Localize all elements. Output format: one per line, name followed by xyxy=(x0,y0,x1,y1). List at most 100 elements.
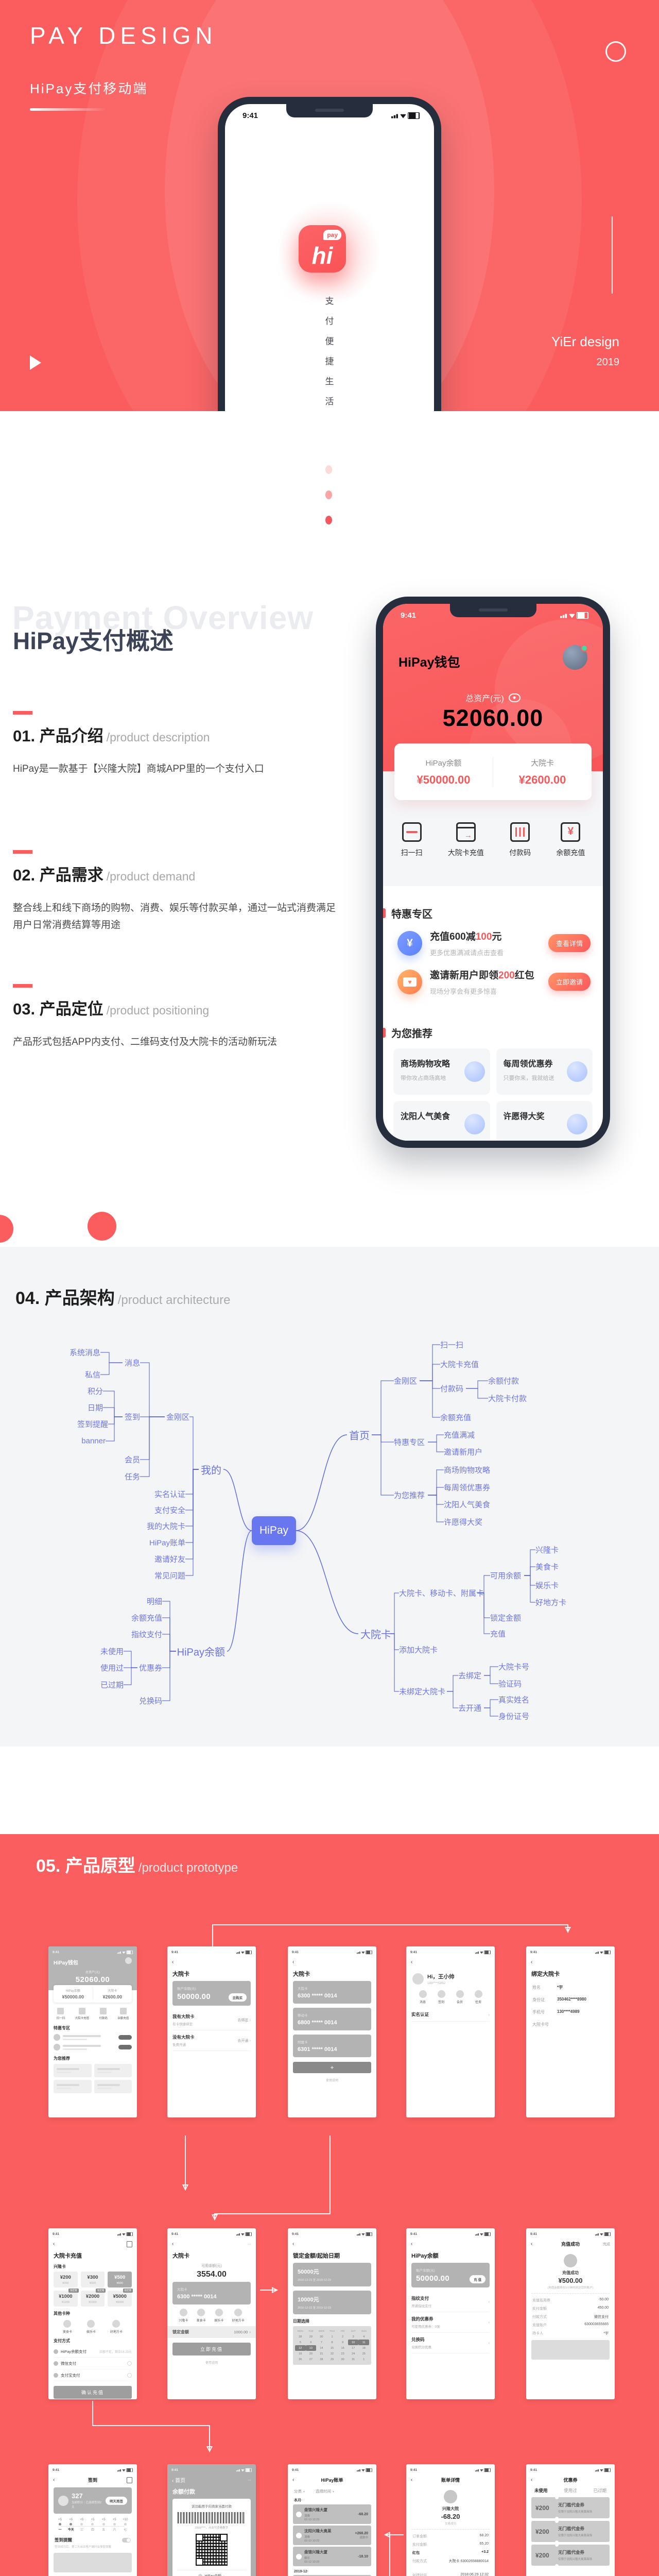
calendar-day[interactable]: 3 xyxy=(352,2335,354,2338)
calendar-day[interactable]: 18 xyxy=(362,2346,366,2350)
calendar-day[interactable]: 2 xyxy=(342,2335,344,2338)
nav-action[interactable]: ⋯ xyxy=(248,2242,251,2246)
mindmap-node[interactable]: 签到 xyxy=(124,1413,140,1422)
mindmap-node[interactable]: 优惠券 xyxy=(138,1664,162,1673)
calendar-day[interactable]: 7 xyxy=(320,2341,322,2344)
avatar[interactable] xyxy=(563,645,588,670)
back-button[interactable]: ‹ xyxy=(172,2241,174,2247)
mindmap-node[interactable]: 邀请新用户 xyxy=(444,1448,483,1457)
filter-dropdown[interactable]: 分类▼ xyxy=(294,2489,305,2494)
calendar-day[interactable]: 25 xyxy=(362,2352,366,2355)
list-row[interactable]: 兑换码兑换积分优惠› xyxy=(411,2333,490,2353)
back-button[interactable]: ‹ xyxy=(292,1959,294,1965)
back-button[interactable]: ‹ xyxy=(411,1959,413,1965)
payment-option[interactable]: 微信支付 xyxy=(54,2358,132,2369)
calendar-day[interactable]: 1 xyxy=(363,2358,365,2361)
amount-option[interactable]: ¥500¥600 xyxy=(108,2272,132,2287)
calendar-day[interactable]: 20 xyxy=(309,2352,313,2355)
mindmap-node[interactable]: 已过期 xyxy=(100,1681,124,1690)
mindmap-node[interactable]: 大院卡、移动卡、附属卡 xyxy=(399,1589,484,1598)
filter-dropdown[interactable]: 选择时间▼ xyxy=(315,2489,335,2494)
nav-action[interactable]: ⋯ xyxy=(248,2478,251,2482)
mini-button[interactable]: 充 值 xyxy=(470,2275,485,2283)
mindmap-node[interactable]: 金刚区 xyxy=(166,1413,189,1422)
mini-pill-button[interactable] xyxy=(118,2045,132,2049)
mindmap-node[interactable]: 大院卡充值 xyxy=(440,1360,479,1369)
calendar-day[interactable]: 5 xyxy=(299,2341,301,2344)
mindmap-node[interactable]: 真实姓名 xyxy=(498,1696,530,1705)
mindmap-node[interactable]: 常见问题 xyxy=(154,1571,185,1581)
mindmap-node[interactable]: 为您推荐 xyxy=(394,1491,425,1500)
mindmap-node[interactable]: 余额充值 xyxy=(131,1614,162,1623)
calendar-day[interactable]: 21 xyxy=(320,2352,323,2355)
mindmap-node[interactable]: HiPay账单 xyxy=(149,1538,185,1548)
amount-option[interactable]: 锁定赠¥2000¥2300 xyxy=(80,2289,106,2307)
calendar-day[interactable]: 28 xyxy=(320,2358,323,2361)
mindmap-node[interactable]: 兴隆卡 xyxy=(535,1546,559,1555)
mindmap-node[interactable]: 特惠专区 xyxy=(394,1438,425,1447)
mindmap-node[interactable]: 身份证号 xyxy=(498,1712,530,1721)
back-button[interactable]: ‹ xyxy=(53,2241,55,2247)
mindmap-center-node[interactable]: HiPay xyxy=(252,1516,296,1545)
list-row[interactable]: 我的优惠券可使用优惠券：3张› xyxy=(411,2312,490,2333)
mindmap-node[interactable]: HiPay余额 xyxy=(177,1647,225,1658)
mindmap-node[interactable]: 许愿得大奖 xyxy=(444,1518,483,1527)
back-button[interactable]: ‹ xyxy=(292,2241,294,2247)
list-row[interactable]: 没有大院卡免费开通去开通› xyxy=(172,2030,251,2051)
bill-row[interactable]: 妈妈菜馆饮食02-13 12:23-28.26 xyxy=(293,2575,371,2576)
mindmap-node[interactable]: 充值 xyxy=(490,1630,506,1639)
mindmap-node[interactable]: 明细 xyxy=(146,1597,162,1606)
mindmap-node[interactable]: 会员 xyxy=(124,1455,140,1465)
calendar-day[interactable]: 24 xyxy=(352,2352,355,2355)
mindmap-node[interactable]: 日期 xyxy=(87,1403,103,1413)
calendar-day[interactable]: 30 xyxy=(341,2358,344,2361)
mindmap-node[interactable]: 任务 xyxy=(124,1472,140,1482)
mindmap-node[interactable]: 每周领优惠券 xyxy=(444,1483,491,1493)
calendar-day[interactable]: 15 xyxy=(330,2346,334,2350)
recommend-card[interactable]: 许愿得大奖 xyxy=(496,1101,593,1141)
calendar-day[interactable]: 8 xyxy=(331,2341,333,2344)
amount-option[interactable]: 锁定赠¥1000¥1200 xyxy=(54,2289,79,2307)
tab[interactable]: 已过期 xyxy=(593,2488,606,2493)
list-row[interactable]: 我有大院卡有卡快捷绑定去绑定› xyxy=(172,2010,251,2030)
usage-note[interactable]: 使用说明 xyxy=(325,2079,338,2082)
calendar-day[interactable]: 19 xyxy=(299,2352,302,2355)
signin-button[interactable]: 明天再签 xyxy=(106,2496,127,2505)
mindmap-node[interactable]: 大院卡号 xyxy=(498,1663,530,1672)
mindmap-node[interactable]: 首页 xyxy=(349,1430,370,1442)
mindmap-node[interactable]: 充值满减 xyxy=(444,1431,475,1440)
usage-note[interactable]: 使用说明 xyxy=(205,2362,218,2365)
calendar-day[interactable]: 11 xyxy=(358,2340,370,2345)
mindmap-node[interactable]: 消息 xyxy=(124,1359,140,1368)
back-button[interactable]: ‹ xyxy=(292,2477,294,2483)
mindmap-node[interactable]: 指纹支付 xyxy=(131,1630,162,1639)
prototype-screen[interactable]: 9:41‹充值成功完成充值成功¥500.00(充值金额将在5分钟内到达您的账户)… xyxy=(526,2228,615,2399)
mindmap-node[interactable]: 大院卡付款 xyxy=(488,1394,527,1403)
nav-action[interactable]: 完成 xyxy=(603,2242,610,2246)
edit-icon[interactable] xyxy=(127,2477,132,2483)
mindmap-node[interactable]: 可用余额 xyxy=(490,1571,522,1581)
eye-icon[interactable] xyxy=(508,693,521,702)
mindmap-node[interactable]: 签到提醒 xyxy=(77,1420,108,1429)
pay-method-row[interactable]: HiPay余额› xyxy=(177,2570,247,2576)
payment-option[interactable]: 支付宝支付 xyxy=(54,2369,132,2381)
mindmap-node[interactable]: 验证码 xyxy=(498,1680,522,1689)
add-card-button[interactable]: + xyxy=(293,2062,371,2073)
confirm-button[interactable]: 立即充值 xyxy=(172,2343,251,2355)
amount-option[interactable]: ¥300¥320 xyxy=(80,2272,105,2287)
mindmap-node[interactable]: 大院卡 xyxy=(360,1629,391,1641)
calendar-day[interactable]: 28 xyxy=(299,2335,302,2338)
mindmap-node[interactable]: 积分 xyxy=(87,1387,103,1396)
back-button[interactable]: ‹ xyxy=(531,2477,533,2483)
